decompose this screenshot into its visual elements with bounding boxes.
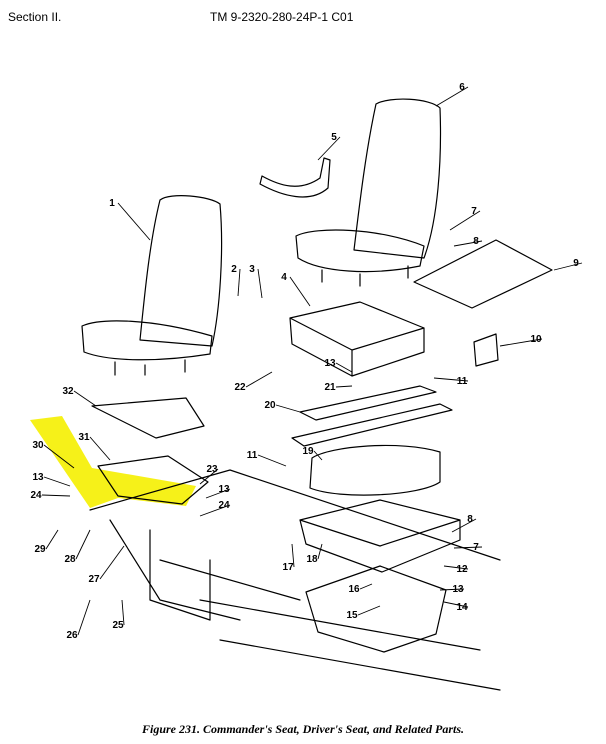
callout-number: 2	[231, 264, 237, 275]
callout-number: 7	[473, 542, 479, 553]
leader-line	[99, 545, 125, 580]
callout-number: 25	[112, 620, 124, 631]
leader-line	[433, 377, 469, 382]
callout-number: 27	[88, 574, 100, 585]
callout-number: 7	[471, 206, 477, 217]
leader-line	[499, 338, 543, 347]
callout-number: 3	[249, 264, 255, 275]
section-header: Section II.	[8, 10, 62, 24]
leader-line	[121, 599, 125, 626]
callout-number: 19	[302, 446, 314, 457]
leader-line	[257, 268, 263, 299]
callout-number: 18	[306, 554, 318, 565]
figure-caption: Figure 231. Commander's Seat, Driver's S…	[141, 722, 465, 736]
leader-line	[77, 599, 91, 636]
commander-seat-cushion	[81, 320, 213, 361]
leader-line	[443, 601, 469, 608]
commander-seat-back	[139, 195, 223, 347]
leader-line	[205, 488, 231, 499]
callout-number: 22	[234, 382, 246, 393]
leader-line	[439, 588, 465, 591]
callout-number: 9	[573, 258, 579, 269]
leader-line	[435, 86, 469, 107]
callout-number: 21	[324, 382, 336, 393]
callout-number: 24	[218, 500, 230, 511]
callout-number: 13	[324, 358, 336, 369]
callout-number: 4	[281, 272, 287, 283]
callout-number: 28	[64, 554, 76, 565]
callout-number: 5	[331, 132, 337, 143]
callout-number: 16	[348, 584, 360, 595]
callout-number: 11	[247, 450, 258, 461]
manual-number: TM 9-2320-280-24P-1 C01	[210, 10, 354, 24]
leader-line	[357, 605, 381, 616]
leader-line	[449, 210, 481, 231]
leader-line	[317, 543, 323, 560]
leader-line	[43, 444, 75, 469]
callout-number: 20	[264, 400, 276, 411]
leader-line	[43, 476, 71, 487]
leader-line	[73, 390, 97, 407]
callout-number: 31	[78, 432, 90, 443]
callout-number: 30	[32, 440, 44, 451]
leader-line	[453, 546, 483, 549]
callout-number: 17	[282, 562, 294, 573]
callout-number: 13	[452, 584, 464, 595]
leader-line	[289, 276, 311, 307]
callout-number: 23	[206, 464, 218, 475]
callout-number: 24	[30, 490, 42, 501]
callout-number: 6	[459, 82, 465, 93]
leader-line	[89, 436, 111, 461]
leader-line	[41, 494, 71, 497]
callout-number: 12	[456, 564, 468, 575]
leader-line	[335, 385, 353, 388]
leader-line	[451, 518, 477, 533]
callout-number: 32	[62, 386, 74, 397]
callout-number: 29	[34, 544, 46, 555]
leader-line	[291, 543, 295, 568]
leader-line	[313, 450, 323, 461]
callout-number: 14	[456, 602, 468, 613]
callout-number: 8	[467, 514, 473, 525]
callout-number: 26	[66, 630, 78, 641]
leader-line	[359, 583, 373, 590]
leader-line	[45, 529, 59, 550]
leader-line	[275, 404, 301, 413]
callout-number: 10	[530, 334, 542, 345]
highlight-marker	[30, 416, 196, 508]
leader-line	[317, 136, 341, 161]
callout-number: 15	[346, 610, 358, 621]
leader-line	[257, 454, 287, 467]
driver-seat-back	[353, 98, 442, 259]
leader-line	[335, 362, 353, 373]
callout-number: 13	[32, 472, 44, 483]
leader-line	[75, 529, 91, 560]
leader-line	[443, 565, 469, 570]
leader-line	[199, 504, 231, 517]
callout-number: 13	[218, 484, 230, 495]
leader-line	[453, 240, 483, 247]
callout-number: 1	[109, 198, 115, 209]
callout-number: 8	[473, 236, 479, 247]
leader-line	[245, 371, 273, 388]
driver-seat-cushion	[295, 229, 425, 273]
leader-line	[237, 268, 241, 297]
leader-line	[199, 468, 219, 485]
leader-line	[117, 202, 151, 241]
callout-number: 11	[457, 376, 468, 387]
leader-line	[553, 262, 583, 271]
